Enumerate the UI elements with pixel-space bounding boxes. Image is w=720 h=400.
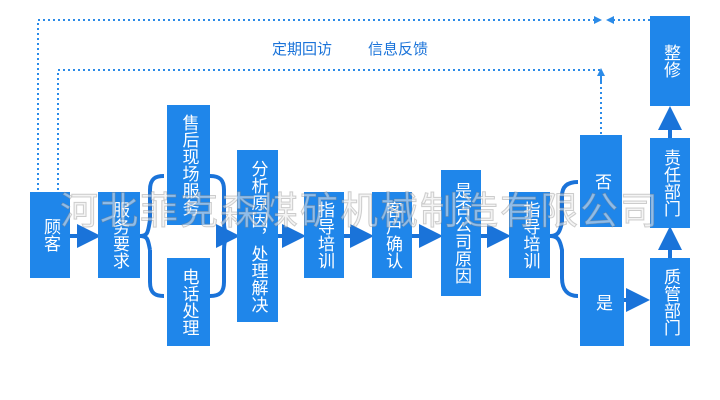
node-customer-confirm-label: 客户确认 — [382, 201, 402, 269]
node-onsite-service-label: 售后现场服务 — [178, 114, 199, 216]
node-responsible-dept-label: 责任部门 — [660, 149, 680, 217]
node-quality-dept-label: 质管部门 — [660, 268, 680, 336]
node-no-label: 否 — [591, 172, 611, 190]
branch-training-to-decision — [549, 180, 579, 298]
node-responsible-dept: 责任部门 — [650, 138, 690, 228]
node-onsite-service: 售后现场服务 — [167, 105, 210, 225]
node-yes: 是 — [580, 258, 624, 346]
info-loop-line — [57, 69, 602, 190]
node-analyze-solve: 分析原因，处理解决 — [237, 150, 278, 322]
node-guidance-training-2: 指导培训 — [509, 192, 550, 278]
followup-label: 定期回访 — [272, 40, 333, 58]
info-feedback-label: 信息反馈 — [368, 40, 429, 58]
followup-loop-line — [37, 16, 602, 190]
node-service-request-label: 服务要求 — [109, 201, 129, 269]
branch-request-to-services — [139, 174, 165, 298]
node-yes-label: 是 — [592, 293, 612, 311]
node-phone-handling-label: 电话处理 — [178, 268, 199, 336]
node-guidance-training-1: 指导培训 — [304, 192, 344, 278]
merge-services-to-analyze — [209, 174, 234, 298]
node-customer: 顾客 — [30, 192, 70, 278]
node-phone-handling: 电话处理 — [167, 258, 210, 346]
node-quality-dept: 质管部门 — [650, 258, 690, 346]
node-guidance-training-2-label: 指导培训 — [519, 201, 540, 269]
node-analyze-solve-label: 分析原因，处理解决 — [247, 159, 268, 313]
node-customer-confirm: 客户确认 — [372, 192, 412, 278]
node-company-cause: 是否公司原因 — [441, 170, 481, 296]
node-rectify-label: 整修 — [660, 44, 680, 78]
node-customer-label: 顾客 — [40, 218, 60, 252]
node-service-request: 服务要求 — [98, 192, 140, 278]
node-guidance-training-1-label: 指导培训 — [314, 201, 334, 269]
node-rectify: 整修 — [650, 16, 690, 106]
node-no: 否 — [580, 135, 622, 227]
node-company-cause-label: 是否公司原因 — [451, 182, 471, 284]
